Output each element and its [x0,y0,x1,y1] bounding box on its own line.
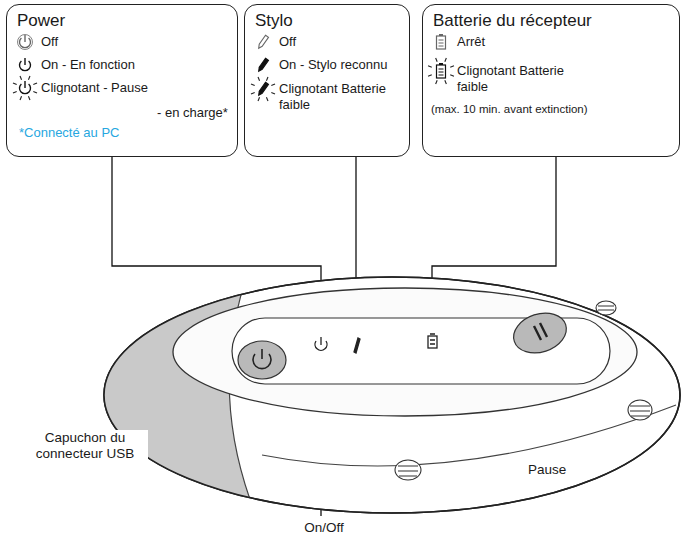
status-icon [428,58,454,84]
part-label: Pause [526,462,568,478]
status-icon [437,34,446,49]
top-face [173,288,637,416]
side-clips [395,301,652,480]
icon-layer [423,5,433,15]
status-text: On - En fonction [41,57,135,73]
part-label: On/Off [300,520,348,536]
status-text: Clignotant Batterie faible [457,63,565,95]
status-text: - en charge* [157,105,228,121]
icon-layer [7,5,17,15]
status-text: (max. 10 min. avant extinction) [431,102,588,116]
box-heading: Stylo [255,11,293,31]
legend-callout-box: Batterie du récepteurArrêtClignotant Bat… [422,4,680,157]
on-off-button [238,341,286,379]
icon-layer [245,5,255,15]
status-icon [251,77,275,101]
box-heading: Batterie du récepteur [433,11,592,31]
status-text: On - Stylo reconnu [279,57,387,73]
status-text: Clignotant Batterie faible [279,81,387,113]
status-text: Off [279,34,296,50]
legend-callout-box: StyloOff On - Stylo reconnuClignotant Bat… [244,4,410,157]
pause-button [508,307,571,360]
part-label: Capuchon du connecteur USB [22,430,148,462]
status-icons [315,334,437,353]
box-heading: Power [17,11,65,31]
status-text: Arrêt [457,34,485,50]
status-text: Off [41,34,58,50]
status-text: *Connecté au PC [19,125,119,141]
status-icon [13,76,37,100]
status-icon [18,35,33,50]
status-icon [257,58,268,72]
status-icon [20,58,31,71]
status-text: Clignotant - Pause [41,80,148,96]
status-icon [257,35,268,49]
legend-callout-box: PowerOff On - En fonctionClignotant - Pau… [6,4,238,157]
